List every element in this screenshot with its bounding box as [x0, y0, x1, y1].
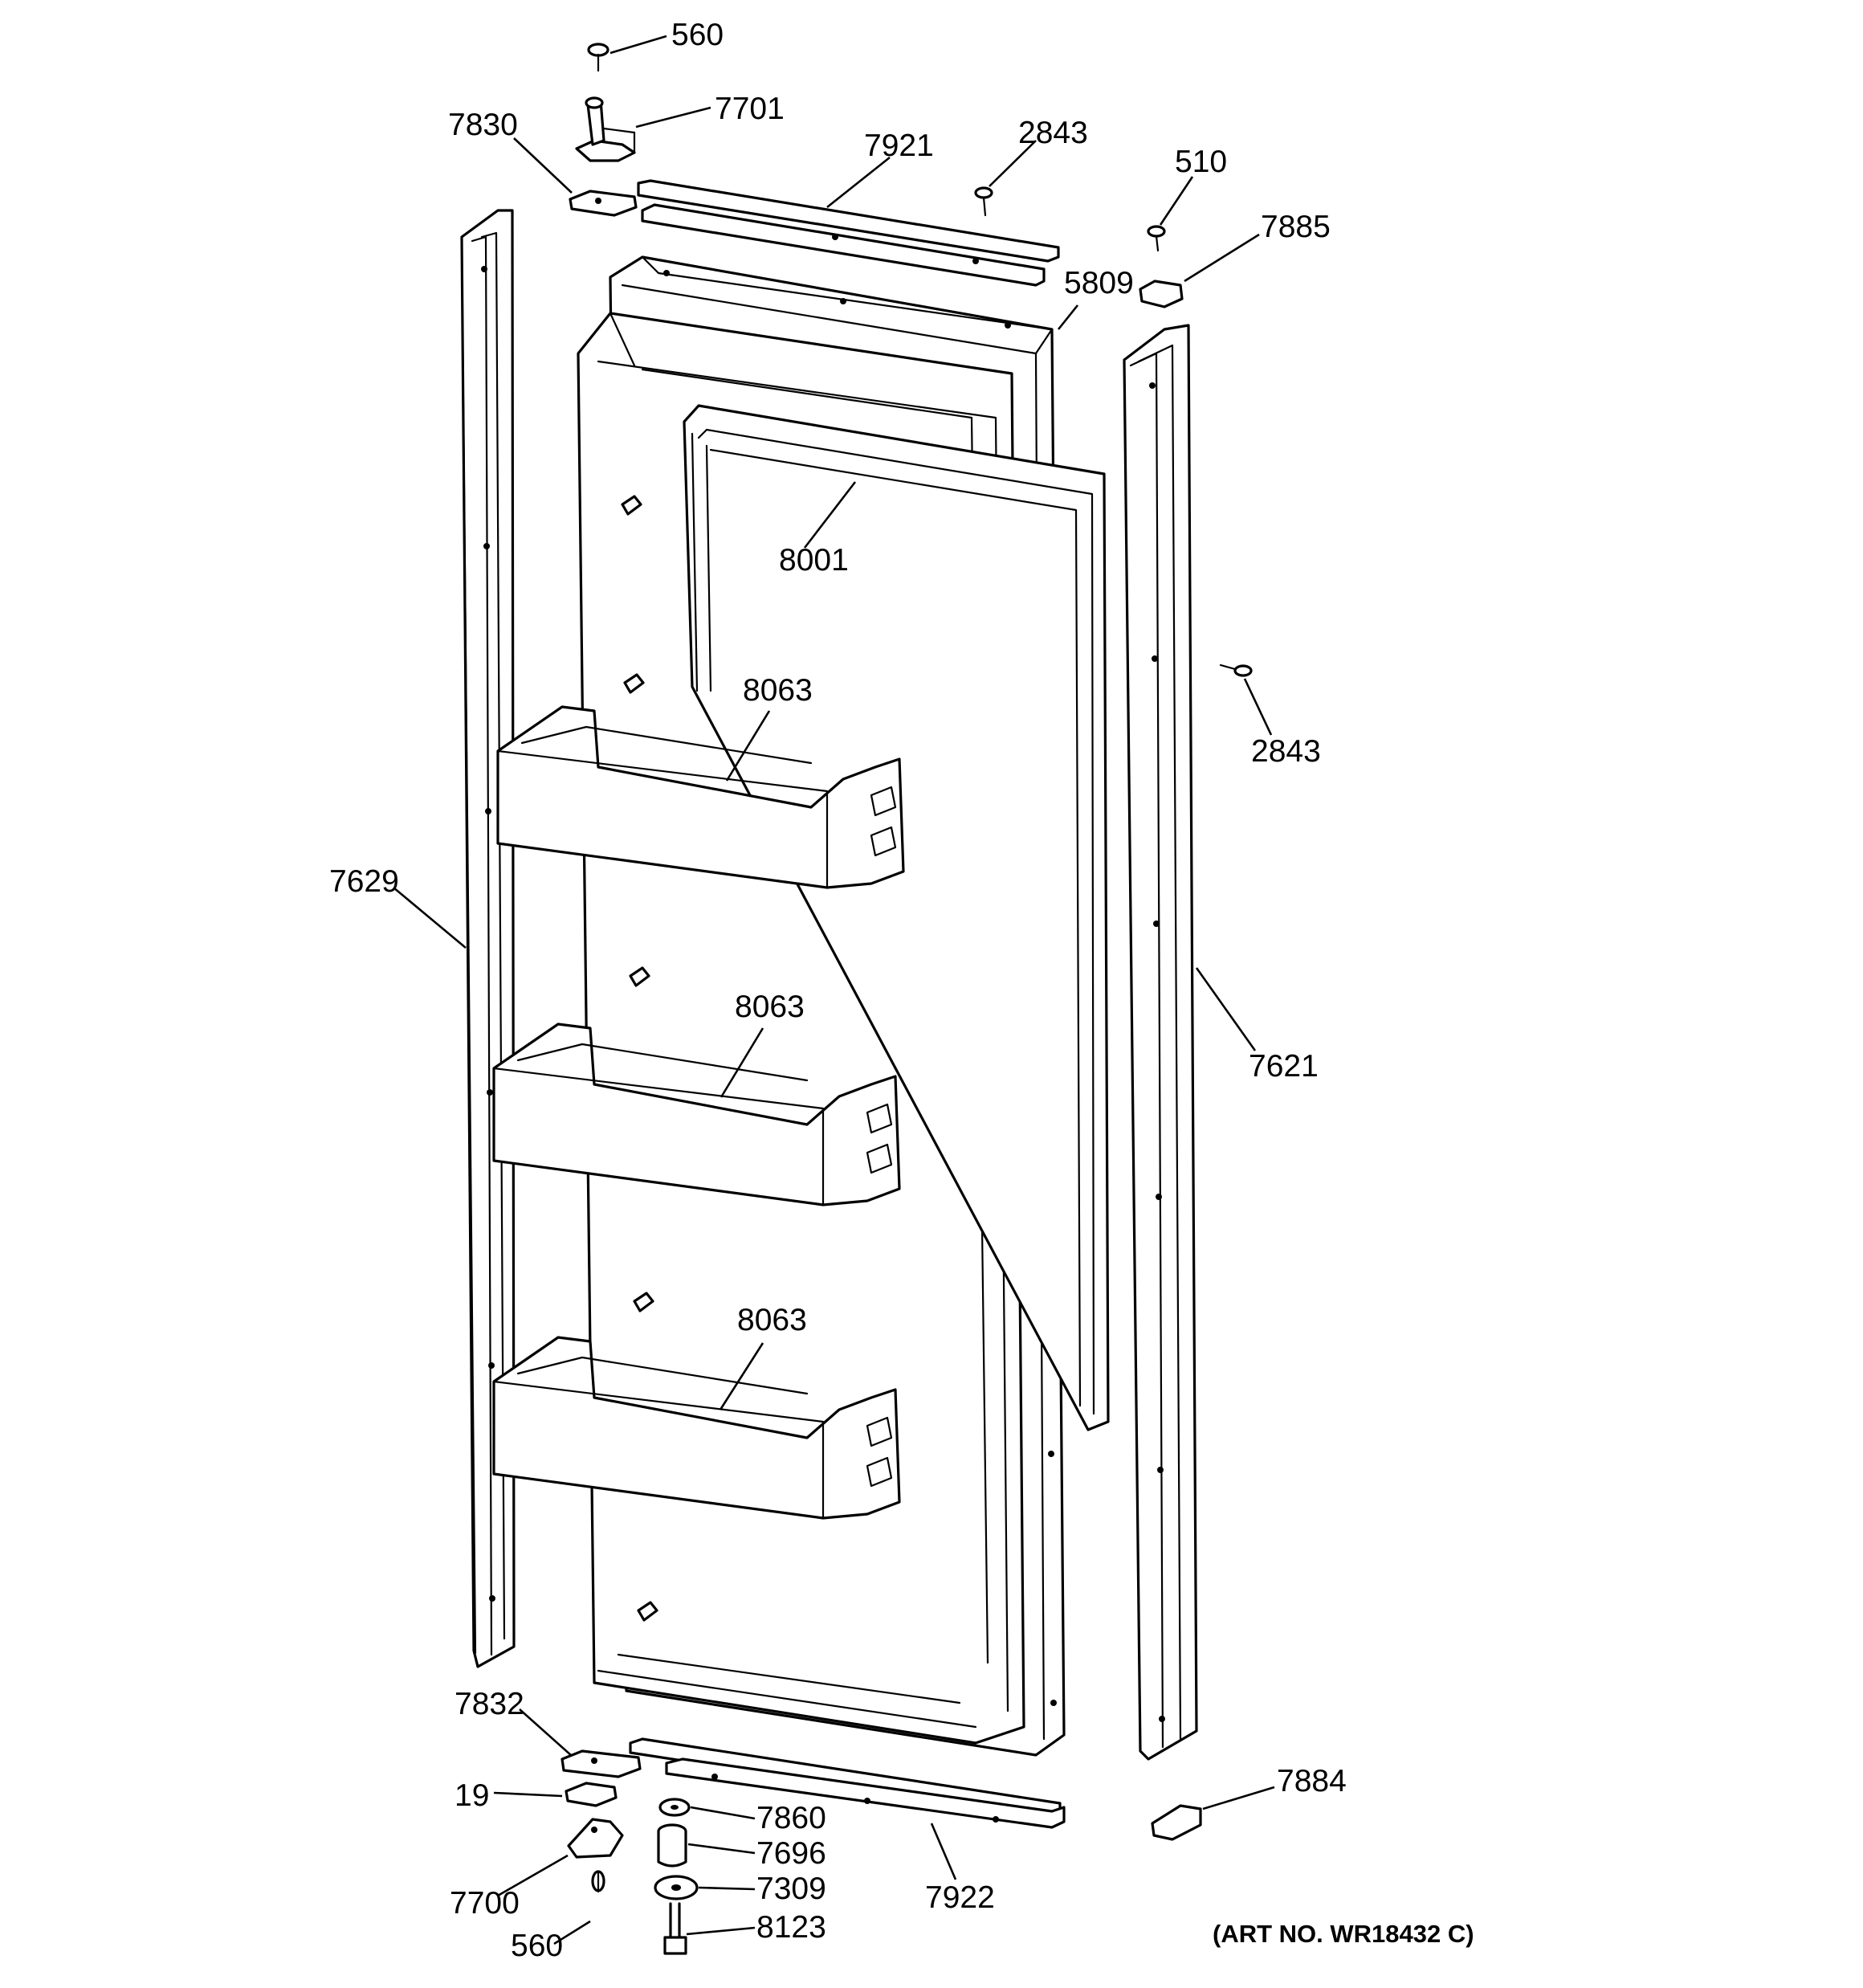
label-7921: 7921 — [864, 129, 934, 163]
label-7885: 7885 — [1261, 210, 1331, 244]
top-channel-7921 — [637, 179, 1060, 287]
label-7860: 7860 — [756, 1801, 826, 1835]
cap-7884 — [1151, 1804, 1202, 1841]
label-7832: 7832 — [455, 1687, 524, 1721]
label-8063-top: 8063 — [743, 673, 813, 708]
door-gasket-8001 — [683, 404, 1110, 1431]
label-2843-side: 2843 — [1251, 734, 1321, 769]
label-7696: 7696 — [756, 1836, 826, 1871]
label-2843-top: 2843 — [1018, 116, 1088, 150]
screw-560-bottom — [591, 1870, 605, 1893]
label-7621: 7621 — [1249, 1049, 1319, 1084]
part-labels: 560 7701 7830 7921 2843 510 7885 5809 80… — [329, 18, 1347, 1963]
hinge-7701 — [575, 96, 636, 162]
label-560-top: 560 — [671, 18, 724, 52]
label-19: 19 — [455, 1778, 489, 1813]
screw-2843-side — [1219, 663, 1253, 677]
label-560-bottom: 560 — [511, 1929, 563, 1963]
cap-7885 — [1139, 280, 1184, 308]
door-bin-8063-top — [496, 705, 905, 889]
label-7700: 7700 — [450, 1886, 520, 1921]
screw-560-top — [587, 43, 609, 72]
screw-510 — [1147, 225, 1166, 252]
label-510: 510 — [1175, 145, 1227, 179]
right-trim-strip-7621 — [1123, 324, 1198, 1761]
art-number-caption: (ART NO. WR18432 C) — [1213, 1920, 1474, 1948]
leader-lines — [393, 35, 1275, 1945]
label-8063-middle: 8063 — [735, 990, 805, 1024]
screw-2843-top — [974, 186, 993, 217]
label-7922: 7922 — [925, 1880, 995, 1915]
label-8001: 8001 — [779, 543, 849, 578]
label-5809: 5809 — [1064, 266, 1134, 300]
door-bin-8063-bottom — [492, 1336, 901, 1520]
shim-7830 — [569, 190, 638, 217]
liner-clips — [621, 495, 658, 1622]
label-7629: 7629 — [329, 864, 399, 899]
washer-7309 — [654, 1875, 699, 1900]
label-7830: 7830 — [448, 108, 518, 142]
bottom-channel-7922 — [629, 1737, 1066, 1829]
spacer-19 — [565, 1782, 618, 1807]
left-trim-strip-7629 — [460, 209, 516, 1668]
washer-7860 — [658, 1798, 691, 1817]
shim-7832 — [561, 1749, 642, 1778]
label-8123: 8123 — [756, 1910, 826, 1945]
bushing-7696 — [657, 1823, 687, 1868]
label-8063-bottom: 8063 — [737, 1303, 807, 1337]
door-bin-8063-middle — [492, 1023, 901, 1206]
label-7309: 7309 — [756, 1872, 826, 1906]
bolt-8123 — [663, 1902, 687, 1955]
hinge-7700 — [567, 1818, 624, 1859]
label-7701: 7701 — [715, 92, 785, 126]
label-7884: 7884 — [1277, 1764, 1347, 1798]
